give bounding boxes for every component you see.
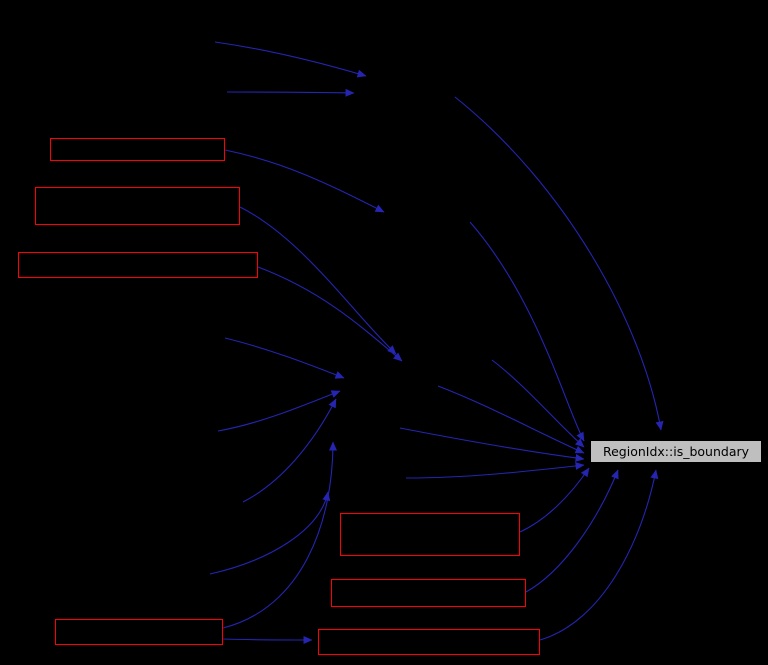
edge-caller-7-to-target (539, 469, 659, 641)
edge-src-1-to-junction-a (214, 41, 367, 78)
edge-caller-6-to-caller-7 (222, 635, 313, 644)
edge-junction-f-to-target (405, 461, 585, 479)
edge-src-2-to-junction-a (226, 88, 355, 97)
edge-caller-5-to-target (525, 469, 619, 593)
edge-caller-2-to-junction-c (239, 206, 397, 355)
edge-junction-d-to-target (437, 385, 585, 454)
edge-caller-4-to-target (519, 467, 590, 533)
graph-node-caller-2[interactable] (35, 187, 240, 225)
edge-junction-c-to-target (491, 359, 585, 448)
edge-junction-e-to-target (399, 427, 585, 462)
edge-src-4-to-junction-d (217, 390, 341, 432)
graph-node-caller-7[interactable] (318, 629, 540, 655)
graph-node-target: RegionIdx::is_boundary (590, 440, 762, 463)
graph-node-caller-4[interactable] (340, 513, 520, 556)
graph-node-caller-6[interactable] (55, 619, 223, 645)
edge-caller-1-to-junction-b (224, 149, 385, 213)
edge-junction-a-to-target (454, 96, 664, 431)
edge-src-3-to-junction-d (224, 337, 345, 379)
edge-caller-6-to-junction-e (222, 441, 337, 629)
edge-junction-b-to-target (469, 221, 585, 442)
edge-src-6-to-junction-f (209, 491, 331, 575)
graph-node-caller-5[interactable] (331, 579, 526, 607)
edge-src-5-to-junction-d (242, 398, 337, 503)
graph-node-caller-3[interactable] (18, 252, 258, 278)
edge-caller-3-to-junction-c (257, 266, 403, 362)
graph-node-caller-1[interactable] (50, 138, 225, 161)
